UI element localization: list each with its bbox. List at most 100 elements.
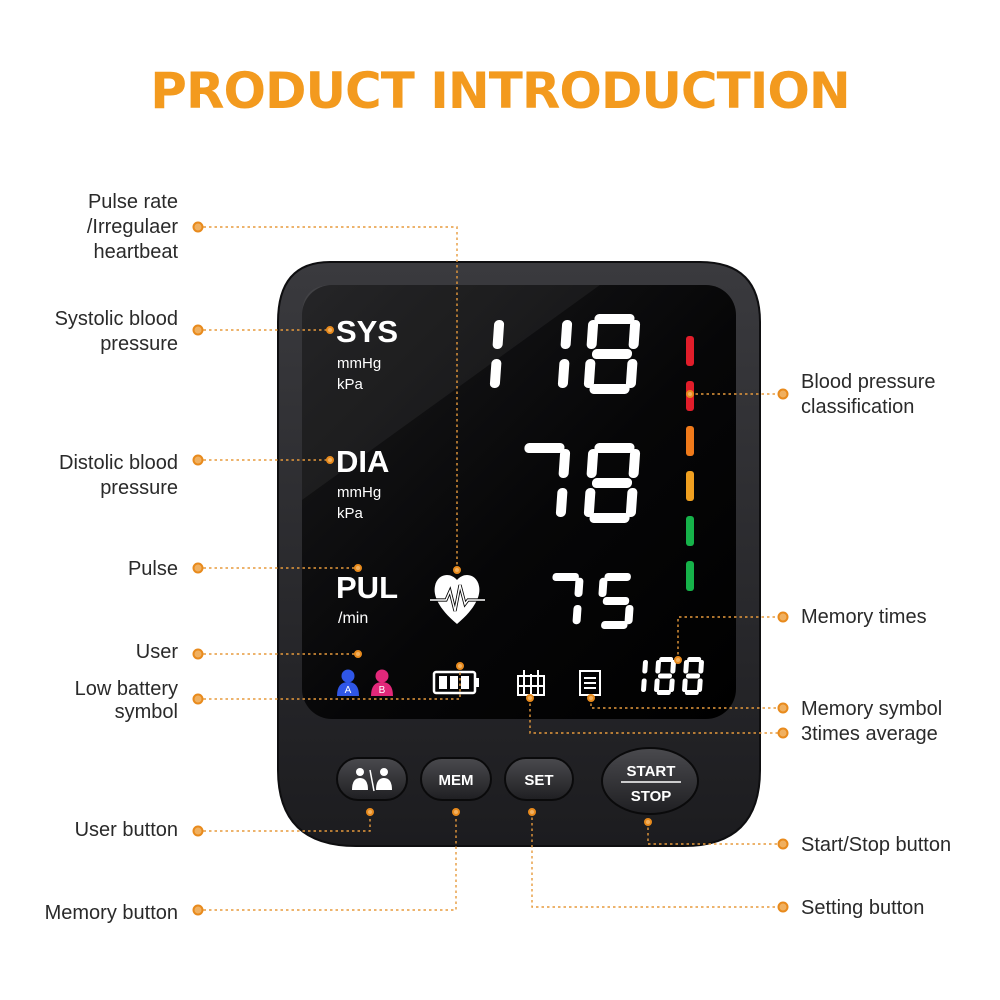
digit [654, 657, 676, 695]
digit [598, 573, 634, 629]
mem-button[interactable]: MEM [420, 757, 492, 801]
digit-segment [591, 349, 633, 359]
label-systolic-1: Systolic blood [55, 308, 178, 330]
digit-segment [558, 449, 571, 478]
page-title: PRODUCT INTRODUCTION [150, 62, 850, 120]
digit-segment [586, 320, 599, 349]
user-button[interactable] [336, 757, 408, 801]
digit-segment [524, 443, 565, 453]
battery-icon [432, 670, 479, 695]
digit-segment [684, 690, 699, 695]
label-user-button: User button [75, 819, 178, 841]
digit-segment [594, 443, 635, 453]
digit [524, 443, 571, 517]
classification-segment [686, 516, 694, 546]
digit-segment [552, 573, 579, 581]
user-a-icon: A [337, 669, 359, 696]
digit-segment [492, 320, 505, 349]
label-user: User [136, 641, 179, 663]
systolic-reading [489, 314, 641, 394]
user-switch-icon [352, 768, 392, 792]
digit [682, 657, 704, 695]
stop-label: STOP [631, 788, 672, 805]
label-pulse-rate-1: Pulse rate [88, 191, 178, 213]
dia-unit-kpa: kPa [337, 505, 364, 522]
digit-segment [589, 513, 630, 523]
user-b-icon: B [371, 669, 393, 696]
classification-segment [686, 336, 694, 366]
digit-segment [657, 673, 673, 679]
digit-segment [557, 359, 570, 388]
sys-unit-kpa: kPa [337, 376, 364, 393]
diastolic-reading [524, 443, 641, 523]
label-low-battery-2: symbol [115, 701, 178, 723]
label-memory-symbol: Memory symbol [801, 698, 942, 720]
label-start-stop: Start/Stop button [801, 834, 951, 856]
label-bp-classification-2: classification [801, 396, 914, 418]
label-low-battery-1: Low battery [75, 678, 178, 700]
label-pulse: Pulse [128, 558, 178, 580]
label-pulse-rate-2: /Irregulaer [87, 216, 178, 238]
digit-segment [670, 660, 676, 674]
digit-segment [656, 690, 671, 695]
mem-button-label: MEM [439, 772, 474, 789]
label-memory-times: Memory times [801, 606, 927, 628]
label-setting-button: Setting button [801, 897, 924, 919]
dia-unit-mmhg: mmHg [337, 484, 381, 501]
digit [583, 314, 641, 394]
label-systolic-2: pressure [100, 333, 178, 355]
digit-segment [583, 488, 596, 517]
start-stop-button[interactable]: START STOP [601, 747, 699, 815]
digit-segment [697, 678, 703, 692]
classification-segment [686, 426, 694, 456]
pul-unit: /min [338, 610, 368, 627]
digit-segment [687, 657, 702, 662]
leader-dots [192, 221, 789, 916]
digit-segment [628, 320, 641, 349]
digit-segment [642, 660, 648, 674]
digit-segment [604, 573, 631, 581]
digit [557, 320, 573, 388]
label-memory-button: Memory button [45, 902, 178, 924]
label-bp-classification-1: Blood pressure [801, 371, 936, 393]
digit [489, 320, 505, 388]
start-label: START [627, 763, 676, 780]
leader-lines [198, 226, 783, 911]
digit [641, 660, 648, 692]
digit-segment [574, 577, 584, 597]
sys-unit-mmhg: mmHg [337, 355, 381, 372]
pul-label: PUL [336, 570, 398, 605]
user-a-letter: A [345, 685, 352, 696]
dia-label: DIA [336, 444, 389, 479]
digit-segment [572, 605, 582, 625]
digit-segment [560, 320, 573, 349]
digit [552, 573, 584, 625]
digit-segment [654, 678, 660, 692]
digit-segment [669, 678, 675, 692]
digit-segment [624, 605, 634, 625]
set-button[interactable]: SET [504, 757, 574, 801]
digit-segment [698, 660, 704, 674]
digit-segment [555, 488, 568, 517]
digit-segment [682, 678, 688, 692]
digit-segment [489, 359, 502, 388]
digit-segment [594, 314, 635, 324]
user-b-letter: B [379, 685, 386, 696]
pulse-reading [552, 573, 634, 629]
digit [583, 443, 641, 523]
digit-segment [625, 359, 638, 388]
memory-times-reading [641, 657, 704, 695]
digit-segment [625, 488, 638, 517]
digit-segment [628, 449, 641, 478]
digit-segment [641, 678, 647, 692]
digit-segment [683, 660, 689, 674]
digit-segment [598, 577, 608, 597]
heartbeat-icon [430, 575, 485, 624]
label-diastolic-2: pressure [100, 477, 178, 499]
label-pulse-rate-3: heartbeat [93, 241, 178, 263]
digit-segment [591, 478, 633, 488]
label-average: 3times average [801, 723, 938, 745]
digit-segment [655, 660, 661, 674]
classification-segment [686, 471, 694, 501]
